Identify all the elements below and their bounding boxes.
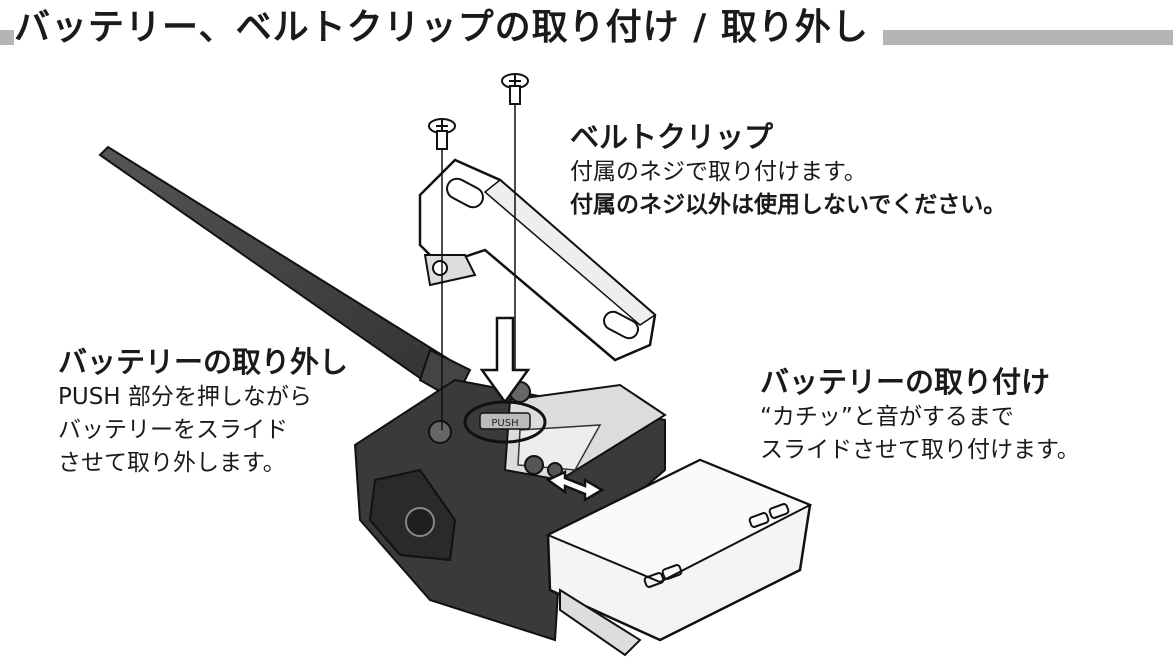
battery-attach-section: バッテリーの取り付け “カチッ”と音がするまで スライドさせて取り付けます。	[760, 363, 1080, 467]
battery-pack	[545, 458, 813, 657]
belt-clip	[418, 158, 657, 362]
title-bar: バッテリー、ベルトクリップの取り付け / 取り外し	[0, 0, 1173, 60]
push-button	[479, 412, 531, 430]
battery-attach-line: スライドさせて取り付けます。	[760, 437, 1080, 463]
belt-clip-line: 付属のネジで取り付けます。	[570, 159, 867, 185]
screw-icon	[428, 118, 456, 430]
battery-removal-section: バッテリーの取り外し PUSH 部分を押しながら バッテリーをスライド させて取…	[58, 343, 348, 480]
slide-arrow-icon	[545, 470, 605, 503]
battery-removal-line: PUSH 部分を押しながら	[58, 384, 312, 410]
battery-attach-line: “カチッ”と音がするまで	[760, 404, 1014, 430]
belt-clip-section: ベルトクリップ 付属のネジで取り付けます。 付属のネジ以外は使用しないでください…	[570, 118, 1006, 222]
battery-removal-line: バッテリーをスライド	[58, 417, 288, 443]
battery-removal-heading: バッテリーの取り外し	[58, 345, 349, 379]
battery-attach-heading: バッテリーの取り付け	[760, 365, 1051, 399]
belt-clip-warning: 付属のネジ以外は使用しないでください。	[570, 192, 1007, 218]
push-label: PUSH	[491, 418, 518, 429]
push-arrow-icon	[479, 316, 531, 405]
battery-removal-line: させて取り外します。	[58, 450, 286, 476]
belt-clip-heading: ベルトクリップ	[570, 120, 774, 154]
screw-icon	[501, 73, 529, 390]
page-title: バッテリー、ベルトクリップの取り付け / 取り外し	[14, 2, 883, 54]
